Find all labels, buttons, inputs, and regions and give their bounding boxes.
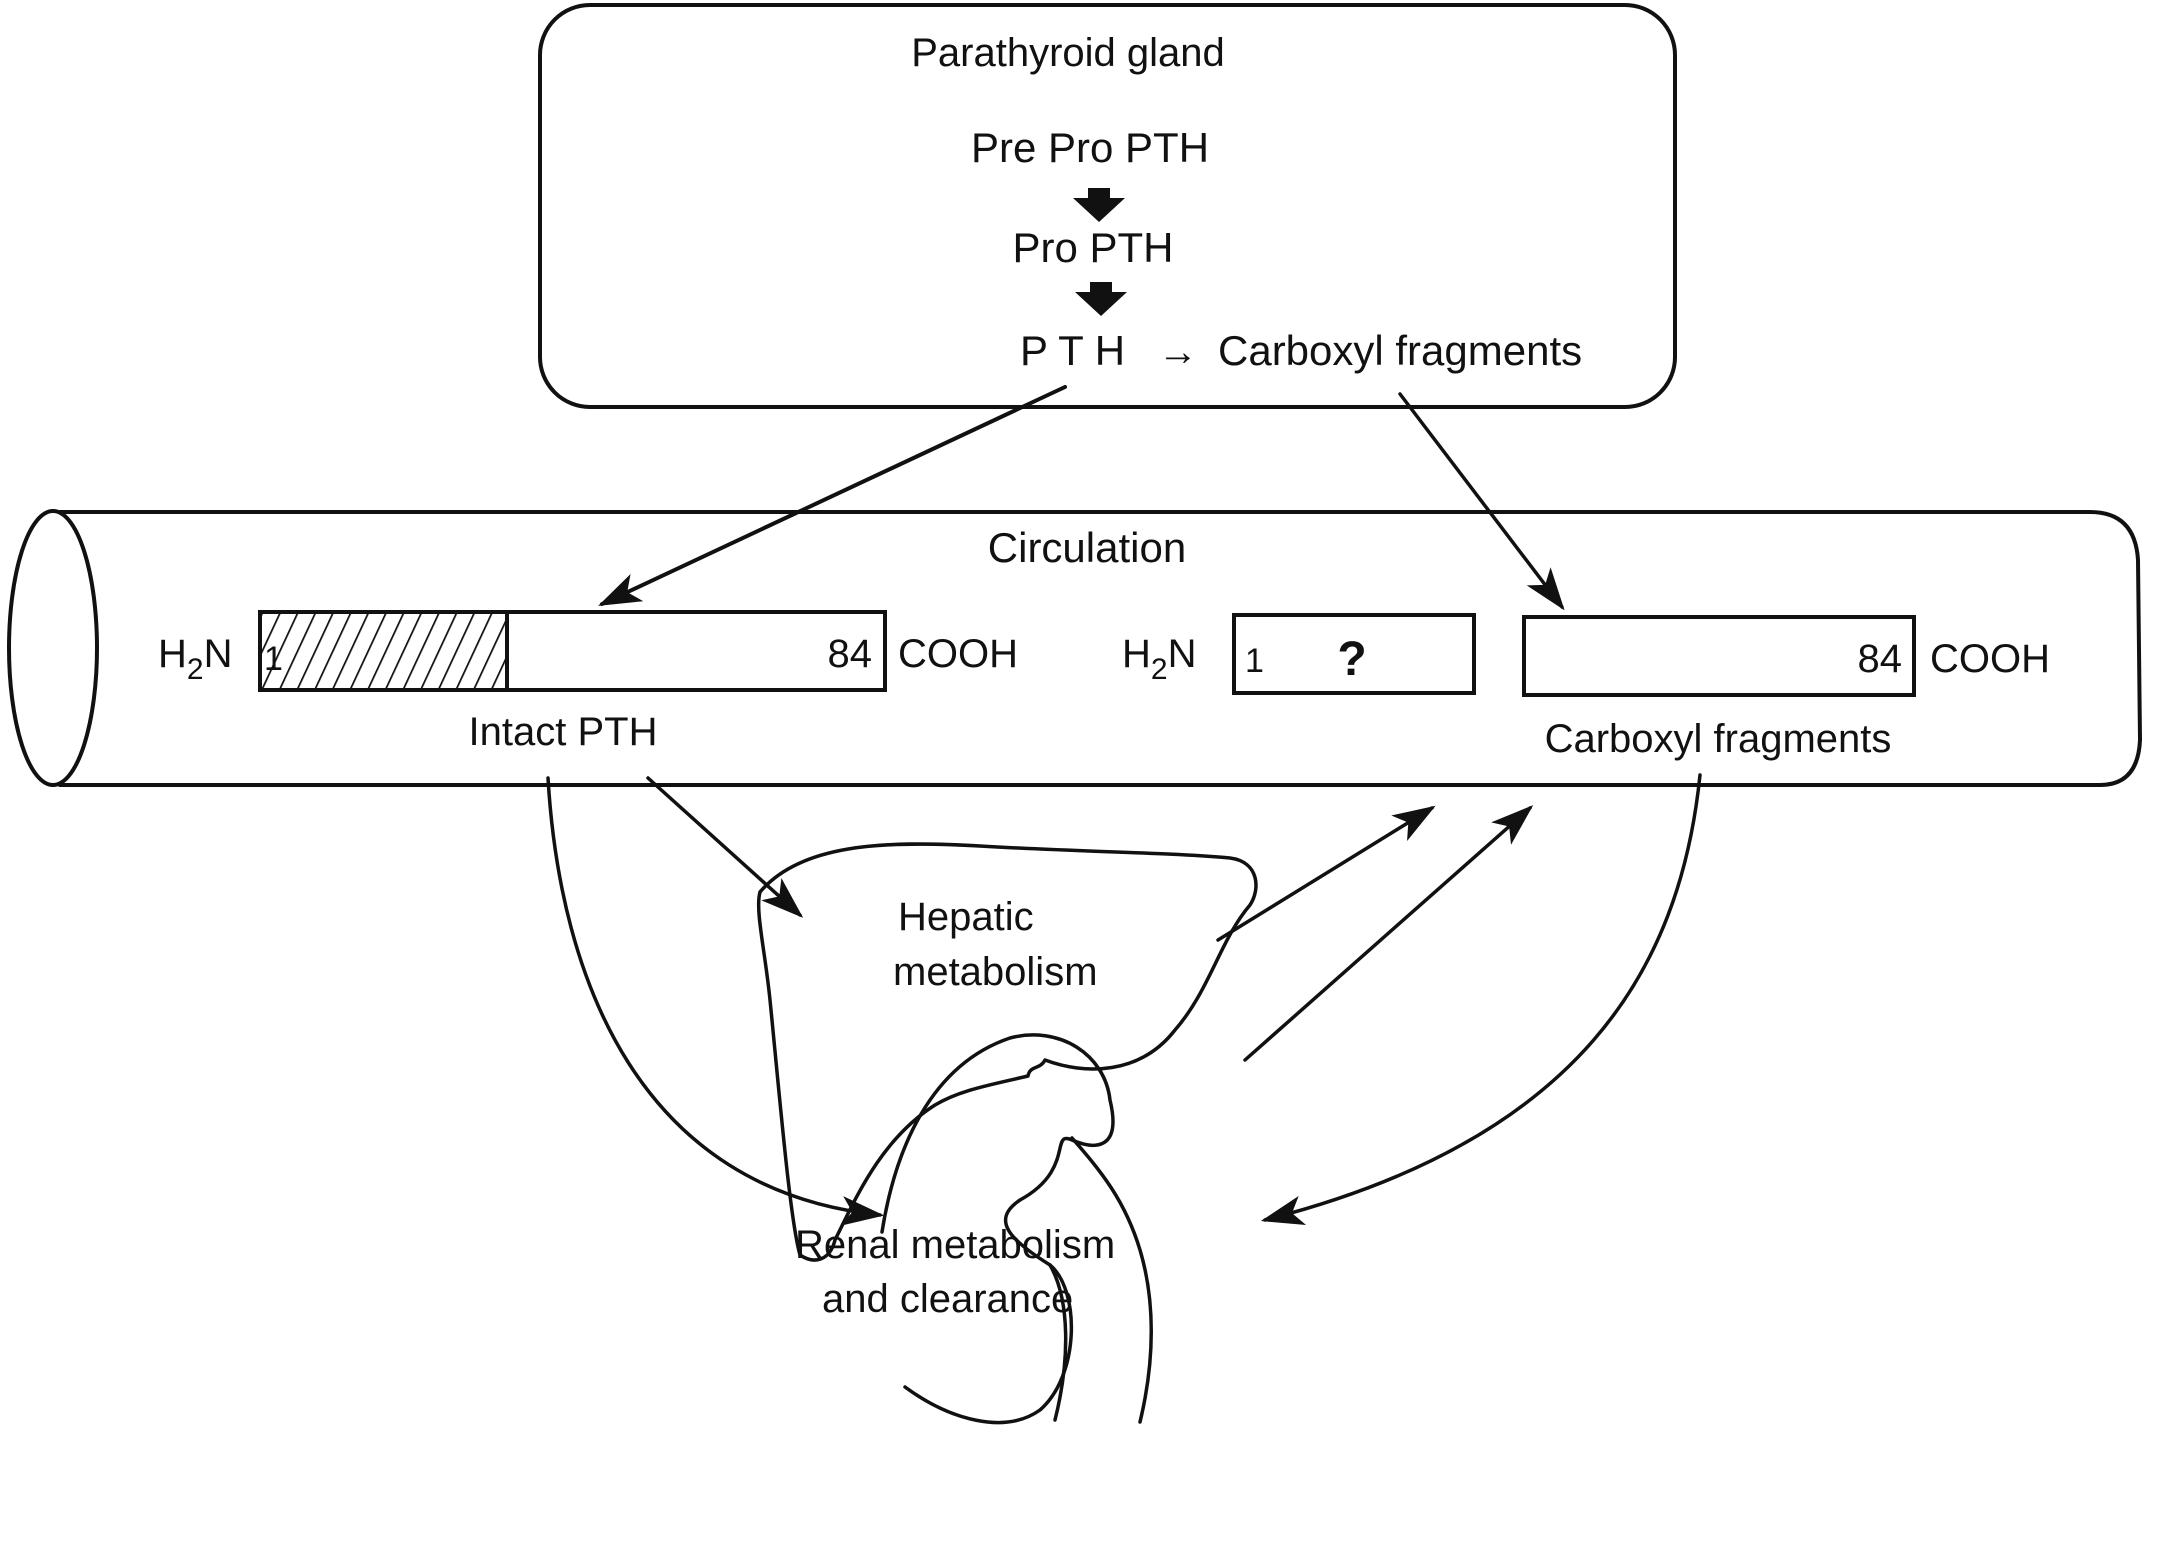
carboxyl-c-terminus: COOH	[1930, 637, 2050, 681]
kidney: Renal metabolism and clearance	[795, 1033, 1153, 1425]
parathyroid-gland-box: Parathyroid gland Pre Pro PTH Pro PTH P …	[538, 3, 1677, 409]
pth-label: P T H	[1020, 327, 1125, 374]
gland-border	[538, 3, 1677, 409]
intact-pth-hatched-segment	[258, 610, 509, 692]
carboxyl-fragment-bar	[1522, 615, 1916, 697]
liver-to-circulation-arrow	[1216, 805, 1436, 942]
liver-outline	[756, 842, 1258, 1262]
carboxyl-to-kidney-arrow	[1260, 773, 1702, 1226]
carboxyl-secretion-arrow	[1398, 392, 1565, 611]
down-arrow-icon	[1075, 282, 1127, 316]
fragment-start-residue: 1	[1245, 642, 1264, 680]
intact-to-liver-arrow	[646, 776, 804, 918]
intact-pth-label: Intact PTH	[469, 710, 658, 754]
intact-start-residue: 1	[264, 640, 283, 678]
intact-n-terminus: H2N	[158, 632, 232, 686]
unknown-question-mark: ?	[1337, 633, 1366, 686]
kidney-label-line1: Renal metabolism	[795, 1223, 1115, 1267]
intact-to-kidney-arrow	[546, 776, 885, 1226]
amino-fragment-bar	[1232, 613, 1476, 695]
intact-end-residue: 84	[828, 632, 873, 676]
carboxyl-end-residue: 84	[1858, 637, 1903, 681]
gland-title: Parathyroid gland	[911, 31, 1225, 75]
liver-label-line2: metabolism	[893, 950, 1098, 994]
kidney-to-circulation-arrow	[1243, 805, 1534, 1062]
gland-carboxyl-fragments-label: Carboxyl fragments	[1218, 327, 1582, 374]
pro-pth-label: Pro PTH	[1012, 224, 1173, 271]
intact-c-terminus: COOH	[898, 632, 1018, 676]
vessel-outline	[58, 510, 2142, 787]
ureter-line	[1048, 1263, 1068, 1422]
circulation-carboxyl-fragments-label: Carboxyl fragments	[1545, 717, 1892, 761]
circulation-label: Circulation	[988, 524, 1186, 571]
ureter-line	[1070, 1136, 1153, 1424]
down-arrow-icon	[1073, 188, 1125, 222]
fragment-n-terminus: H2N	[1122, 632, 1196, 686]
intact-pth-bar	[505, 610, 887, 692]
vessel-opening	[7, 509, 99, 787]
circulation-vessel: Circulation H2N 1 84 COOH Intact PTH H2N…	[7, 509, 2142, 787]
right-arrow-icon: →	[1158, 330, 1198, 374]
prepro-pth-label: Pre Pro PTH	[971, 124, 1209, 171]
liver: Hepatic metabolism	[756, 842, 1258, 1262]
kidney-outline	[880, 1033, 1115, 1425]
kidney-label-line2: and clearance	[822, 1277, 1073, 1321]
pth-secretion-arrow	[598, 385, 1067, 606]
liver-label-line1: Hepatic	[898, 895, 1034, 939]
